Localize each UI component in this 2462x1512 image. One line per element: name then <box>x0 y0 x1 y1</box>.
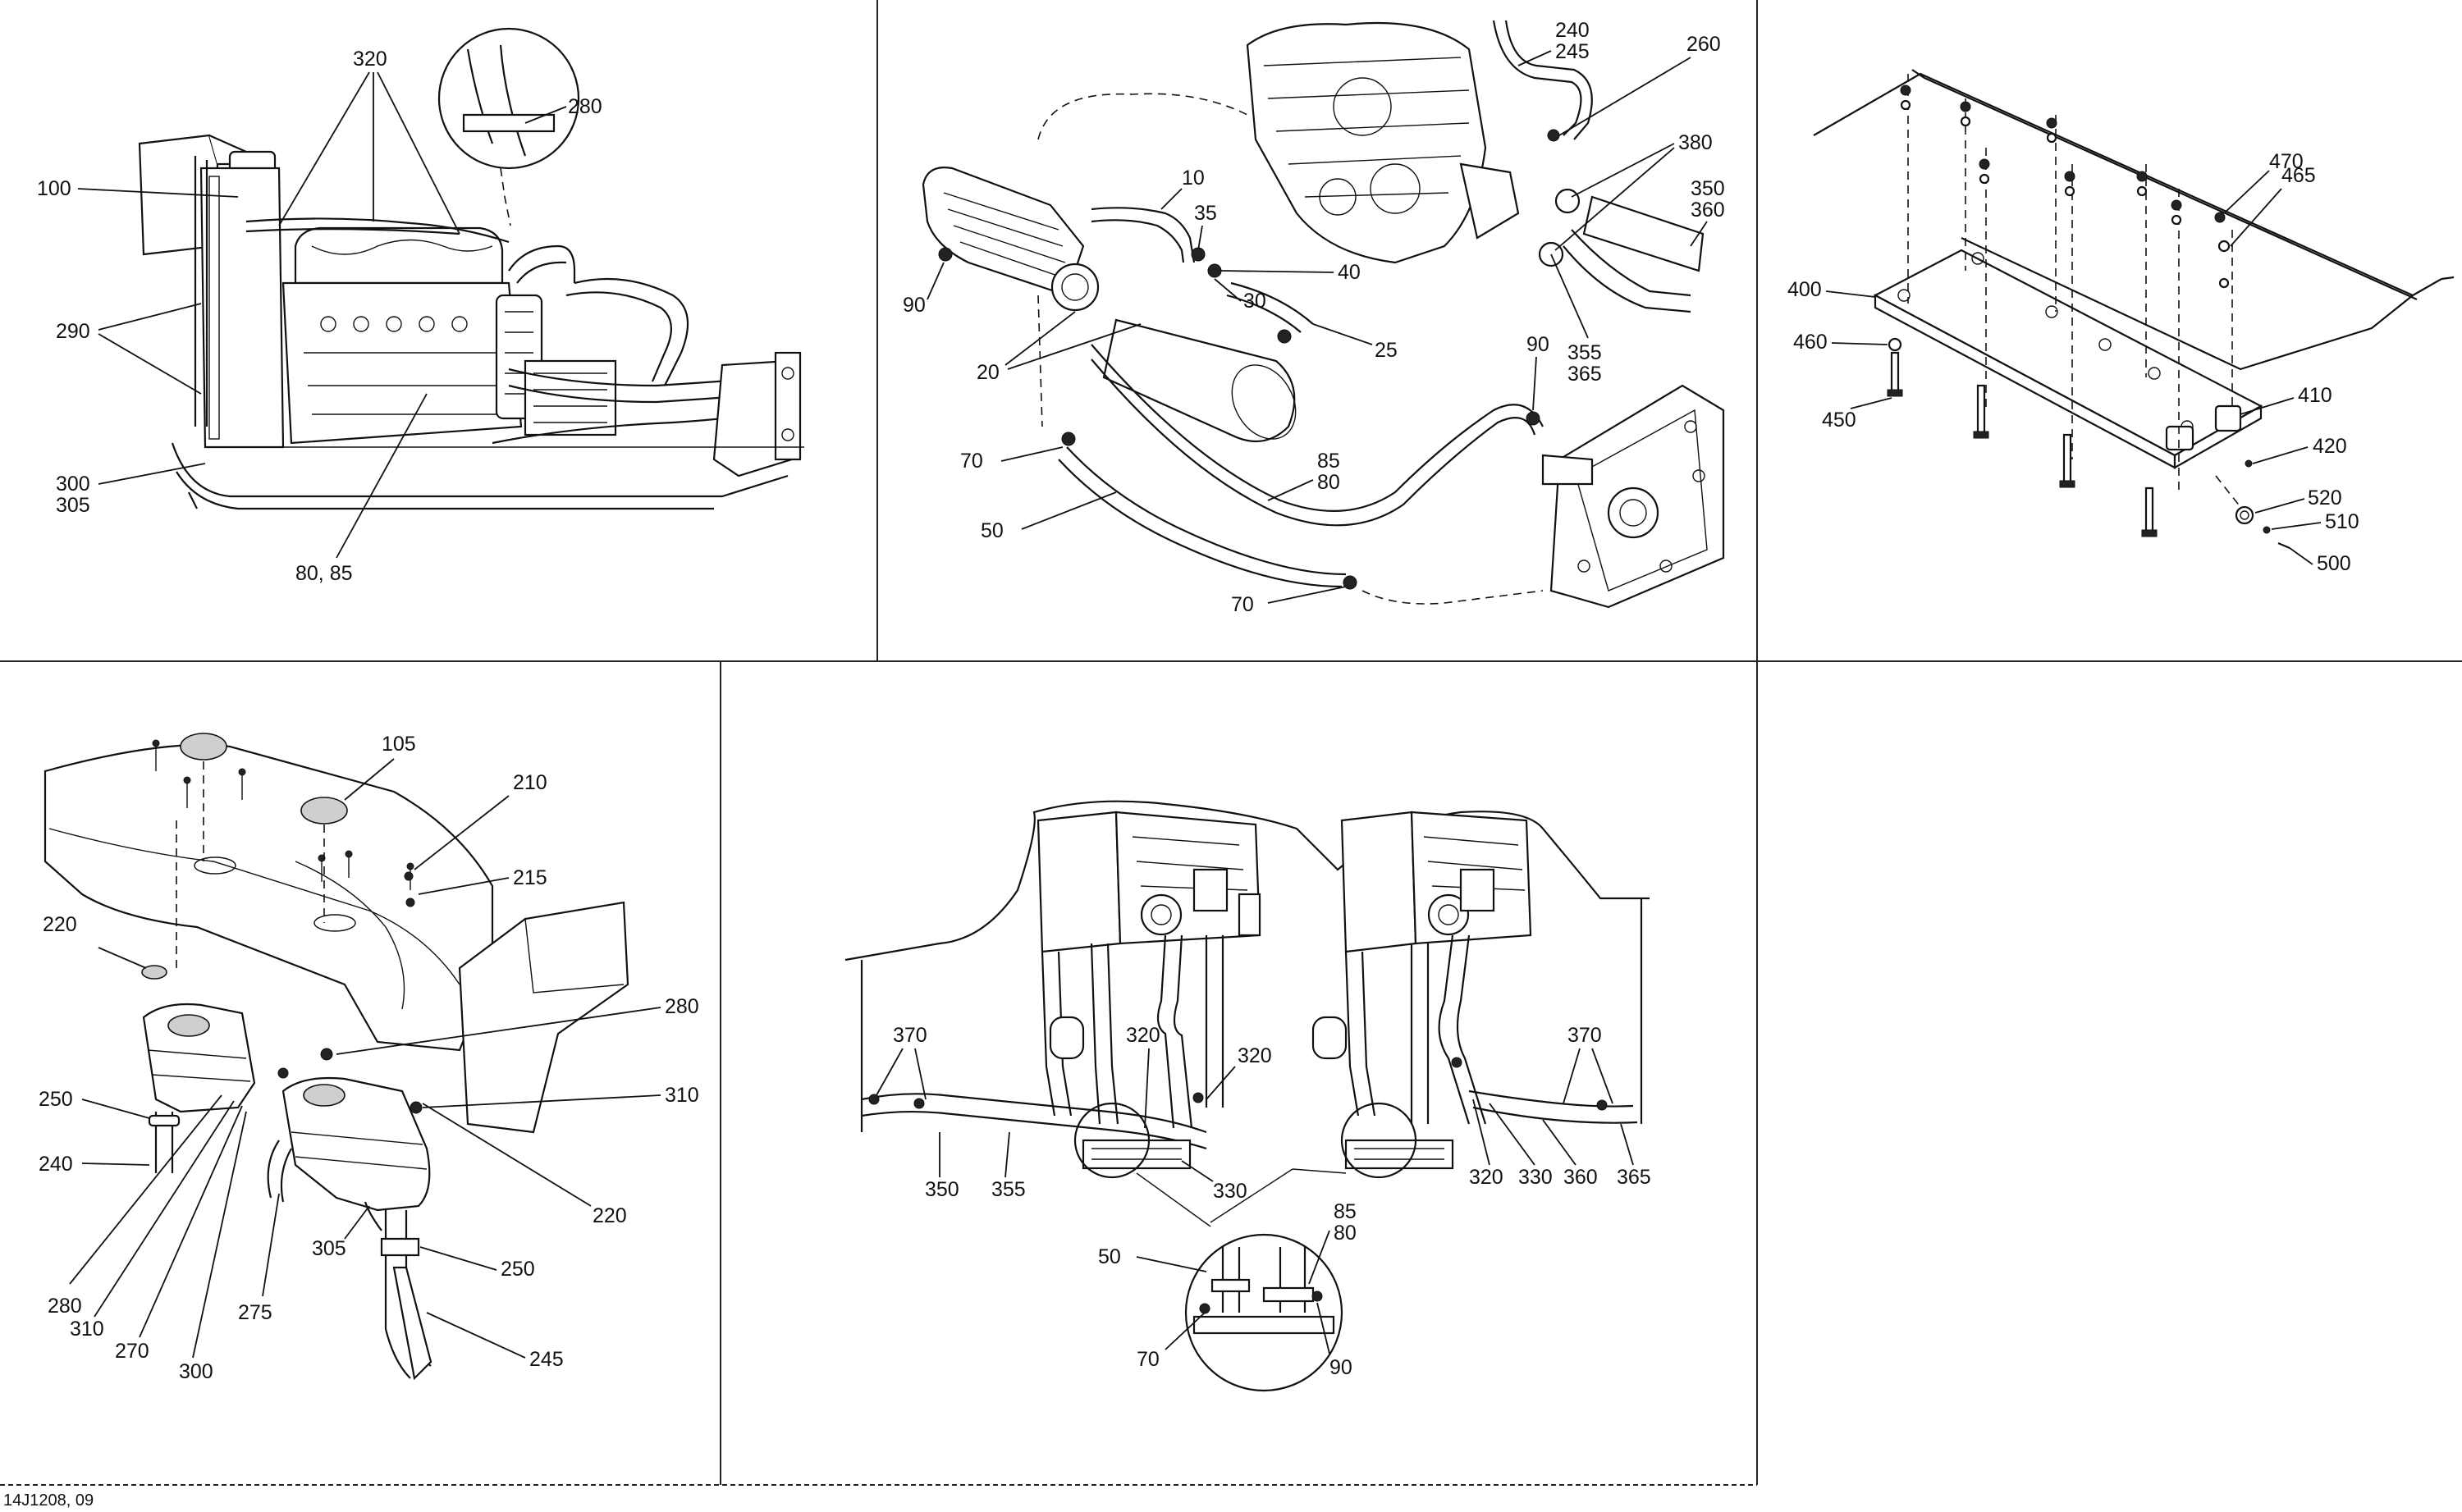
callout-label: 450 <box>1822 409 1856 432</box>
callout-label: 210 <box>513 771 547 794</box>
callout-label: 420 <box>2313 435 2347 458</box>
engine-illustration <box>138 27 804 510</box>
callout-label: 100 <box>37 177 71 200</box>
panel-hull-hose-routing: 370 320 320 370 350 355 330 320 330 360 … <box>844 800 1651 1392</box>
callout-label: 370 <box>893 1024 927 1047</box>
callout-label: 300 <box>179 1360 213 1383</box>
panel-coolant-reservoirs: 105 210 215 220 280 310 250 240 220 280 … <box>39 733 699 1383</box>
callouts-mounting-plate: 470 465 400 460 450 410 420 520 510 500 <box>1787 150 2359 575</box>
callout-label: 80 <box>1317 471 1340 494</box>
callout-label: 245 <box>1555 40 1590 63</box>
callout-label: 360 <box>1691 199 1725 222</box>
hull-routing-illustration <box>844 800 1650 1392</box>
callout-label: 50 <box>1098 1245 1121 1268</box>
callout-label: 365 <box>1617 1166 1651 1189</box>
callout-label: 305 <box>56 494 90 517</box>
callout-label: 520 <box>2308 486 2342 509</box>
panel-mounting-plate: 470 465 400 460 450 410 420 520 510 500 <box>1787 69 2455 575</box>
callout-label: 280 <box>568 95 602 118</box>
callout-label: 350 <box>1691 177 1725 200</box>
callout-label: 465 <box>2281 164 2316 187</box>
callout-label: 70 <box>960 450 983 473</box>
callout-label: 330 <box>1518 1166 1553 1189</box>
callout-label: 280 <box>665 995 699 1018</box>
callouts-hull-hose-routing: 370 320 320 370 350 355 330 320 330 360 … <box>876 1024 1651 1379</box>
callout-label: 365 <box>1567 363 1602 386</box>
callout-label: 50 <box>981 519 1004 542</box>
callout-label: 290 <box>56 320 90 343</box>
callout-label: 30 <box>1243 290 1266 313</box>
callout-label: 510 <box>2325 510 2359 533</box>
callout-label: 90 <box>903 294 926 317</box>
callout-label: 20 <box>977 361 1000 384</box>
callouts-coolant-reservoirs: 105 210 215 220 280 310 250 240 220 280 … <box>39 733 699 1383</box>
reference-code: 14J1208, 09 <box>3 1491 94 1510</box>
callouts-engine-overview: 320 280 100 290 300 305 80, 85 <box>37 48 602 585</box>
callout-label: 270 <box>115 1340 149 1363</box>
callout-label: 85 <box>1334 1200 1357 1223</box>
callout-label: 90 <box>1526 333 1549 356</box>
callout-label: 380 <box>1678 131 1713 154</box>
callout-label: 80 <box>1334 1222 1357 1245</box>
callout-label: 240 <box>1555 19 1590 42</box>
callout-label: 215 <box>513 866 547 889</box>
reservoir-illustration <box>43 733 629 1381</box>
callout-label: 220 <box>593 1204 627 1227</box>
callout-label: 70 <box>1231 593 1254 616</box>
bolt-set <box>1887 337 2158 537</box>
callout-label: 320 <box>353 48 387 71</box>
mounting-plate-illustration <box>1813 69 2455 550</box>
callout-label: 260 <box>1686 33 1721 56</box>
callout-label: 85 <box>1317 450 1340 473</box>
callout-label: 80, 85 <box>295 562 353 585</box>
callout-label: 70 <box>1137 1348 1160 1371</box>
callout-label: 105 <box>382 733 416 756</box>
callout-label: 25 <box>1375 339 1398 362</box>
callout-label: 275 <box>238 1301 272 1324</box>
callouts-intercooler-hoses: 240 245 260 380 350 360 10 35 40 30 25 9… <box>903 19 1725 616</box>
callout-label: 10 <box>1182 167 1205 190</box>
callout-label: 250 <box>501 1258 535 1281</box>
callout-label: 310 <box>665 1084 699 1107</box>
callout-label: 470 <box>2269 150 2304 173</box>
callout-label: 250 <box>39 1088 73 1111</box>
callout-label: 305 <box>312 1237 346 1260</box>
callout-label: 320 <box>1469 1166 1503 1189</box>
callout-label: 310 <box>70 1318 104 1341</box>
callout-label: 355 <box>991 1178 1026 1201</box>
callout-label: 240 <box>39 1153 73 1176</box>
callout-label: 355 <box>1567 341 1602 364</box>
callout-label: 40 <box>1338 261 1361 284</box>
callout-label: 220 <box>43 913 77 936</box>
panel-engine-overview: 320 280 100 290 300 305 80, 85 <box>37 27 804 585</box>
panel-intercooler-hoses: 240 245 260 380 350 360 10 35 40 30 25 9… <box>903 19 1725 616</box>
callout-label: 300 <box>56 473 90 496</box>
callout-label: 500 <box>2317 552 2351 575</box>
callout-label: 350 <box>925 1178 959 1201</box>
callout-label: 280 <box>48 1295 82 1318</box>
callout-label: 35 <box>1194 202 1217 225</box>
callout-label: 330 <box>1213 1180 1247 1203</box>
callout-label: 360 <box>1563 1166 1598 1189</box>
callout-label: 320 <box>1238 1044 1272 1067</box>
callout-label: 410 <box>2298 384 2332 407</box>
callout-label: 370 <box>1567 1024 1602 1047</box>
callout-label: 245 <box>529 1348 564 1371</box>
callout-label: 90 <box>1329 1356 1352 1379</box>
callout-label: 320 <box>1126 1024 1160 1047</box>
callout-label: 400 <box>1787 278 1822 301</box>
nut-set <box>1900 85 2231 289</box>
callout-label: 460 <box>1793 331 1828 354</box>
intercooler-illustration <box>922 20 1725 609</box>
